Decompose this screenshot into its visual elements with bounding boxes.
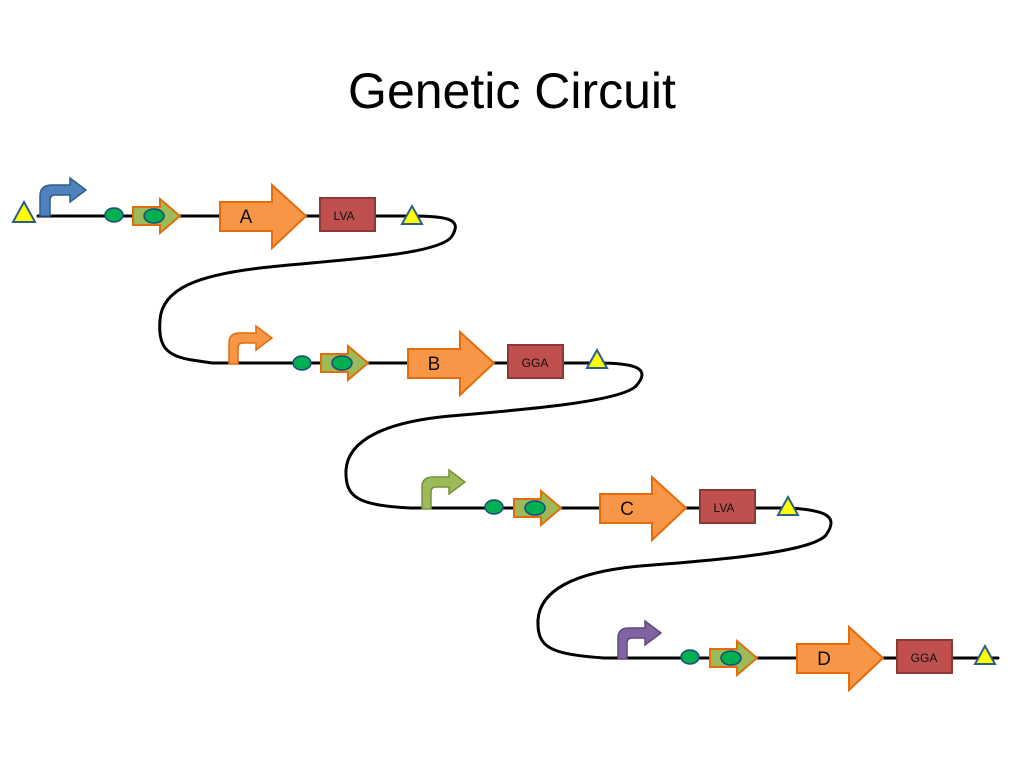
gene-label: B	[428, 354, 441, 375]
gene-c-arrow	[599, 474, 688, 543]
terminator-icon	[11, 199, 37, 223]
degradation-tag-box	[896, 639, 953, 674]
gene-b-arrow	[407, 329, 496, 398]
terminator-icon	[973, 643, 997, 665]
gene-d-arrow	[796, 624, 885, 693]
promoter-c-icon	[421, 468, 467, 510]
rbs-icon	[292, 355, 312, 371]
promoter-a-icon	[39, 176, 88, 217]
tag-label: LVA	[714, 501, 735, 515]
dna-backbone-wire	[36, 214, 1000, 660]
rbs-icon	[720, 650, 742, 666]
promoter-b-icon	[228, 324, 274, 365]
rbs-icon	[680, 649, 700, 665]
rbs-icon	[524, 500, 546, 516]
tag-label: LVA	[334, 209, 355, 223]
terminator-icon	[585, 347, 609, 369]
gene-a-arrow	[219, 182, 308, 251]
tag-label: GGA	[522, 356, 549, 370]
cassette-b: B GGA	[228, 324, 609, 398]
gene-label: A	[240, 207, 253, 228]
rbs-icon	[104, 207, 124, 223]
degradation-tag-box	[507, 344, 564, 379]
terminator-icon	[400, 203, 424, 225]
gene-label: D	[817, 649, 831, 670]
tag-label: GGA	[911, 651, 938, 665]
gene-label: C	[620, 499, 634, 520]
slide-title: Genetic Circuit	[348, 63, 676, 119]
rbs-icon	[484, 499, 504, 515]
degradation-tag-box	[699, 489, 756, 524]
terminator-icon	[776, 494, 800, 516]
promoter-d-icon	[617, 619, 663, 660]
cassette-a: A LVA	[11, 176, 424, 251]
cassette-d: D GGA	[617, 619, 997, 693]
rbs-icon	[143, 208, 165, 224]
cassette-c: C LVA	[421, 468, 800, 543]
degradation-tag-box	[319, 197, 376, 232]
rbs-icon	[331, 355, 353, 371]
